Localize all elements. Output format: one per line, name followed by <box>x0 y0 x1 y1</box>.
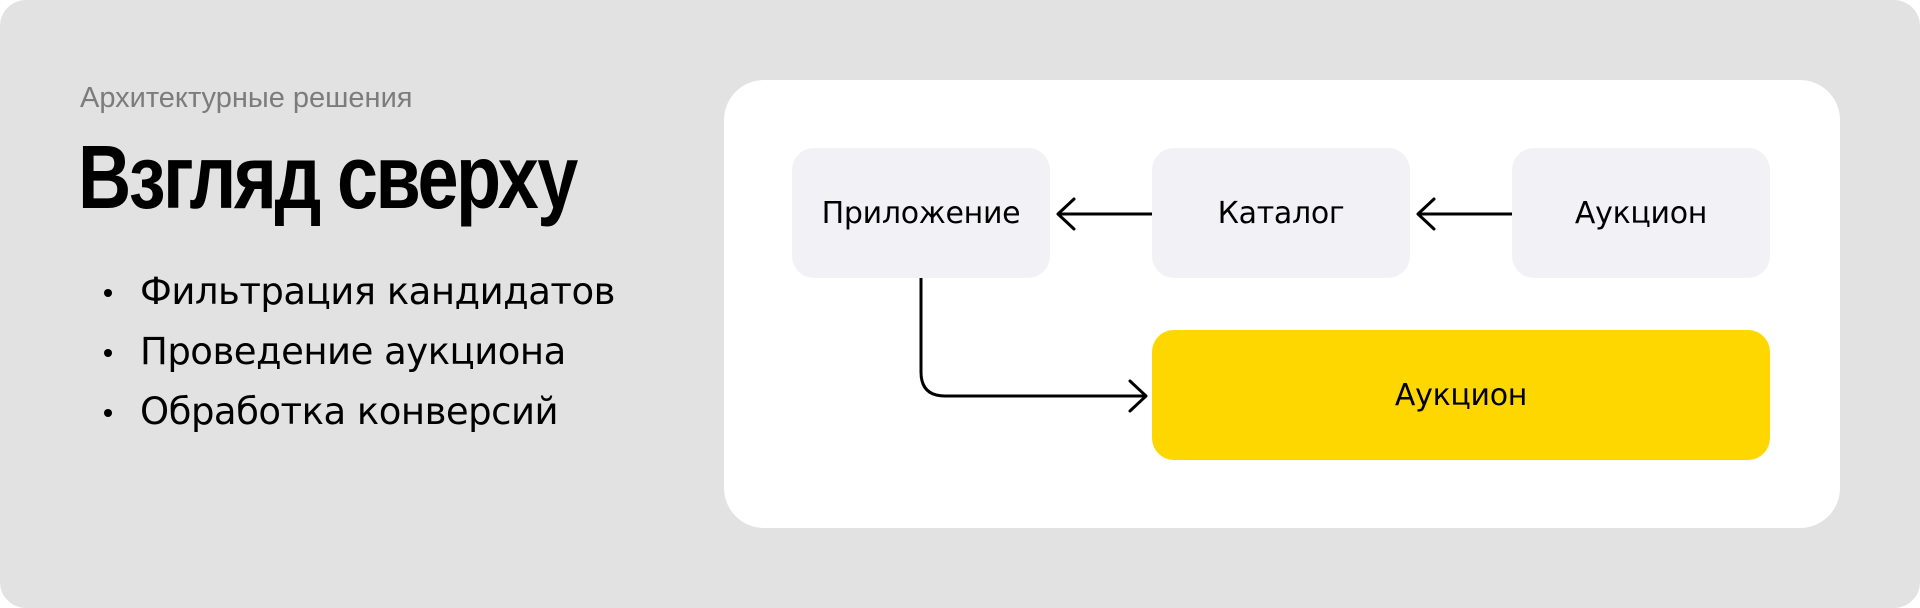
slide-subtitle: Архитектурные решения <box>80 82 413 114</box>
node-auction-top: Аукцион <box>1512 148 1770 278</box>
diagram-panel: Приложение Каталог Аукцион Аукцион <box>724 80 1840 528</box>
bullet-dot-icon <box>104 289 112 297</box>
slide-title: Взгляд сверху <box>78 128 578 228</box>
node-catalog: Каталог <box>1152 148 1410 278</box>
bullet-dot-icon <box>104 349 112 357</box>
node-auction-main-label: Аукцион <box>1394 377 1528 413</box>
diagram-edges <box>919 197 1514 413</box>
edge-auction-to-catalog <box>1416 197 1514 231</box>
bullet-item: Обработка конверсий <box>100 382 615 442</box>
bullet-text: Обработка конверсий <box>140 390 559 433</box>
node-app: Приложение <box>792 148 1050 278</box>
node-auction-main: Аукцион <box>1152 330 1770 460</box>
node-catalog-label: Каталог <box>1217 195 1345 231</box>
bullet-item: Проведение аукциона <box>100 322 615 382</box>
node-auction-top-label: Аукцион <box>1574 195 1708 231</box>
edge-catalog-to-app <box>1056 197 1154 231</box>
edge-app-to-auction <box>919 278 1148 413</box>
bullet-text: Проведение аукциона <box>140 330 566 373</box>
bullet-text: Фильтрация кандидатов <box>140 270 615 313</box>
node-app-label: Приложение <box>821 195 1021 231</box>
bullet-dot-icon <box>104 409 112 417</box>
bullet-item: Фильтрация кандидатов <box>100 262 615 322</box>
bullet-list: Фильтрация кандидатов Проведение аукцион… <box>100 262 615 442</box>
